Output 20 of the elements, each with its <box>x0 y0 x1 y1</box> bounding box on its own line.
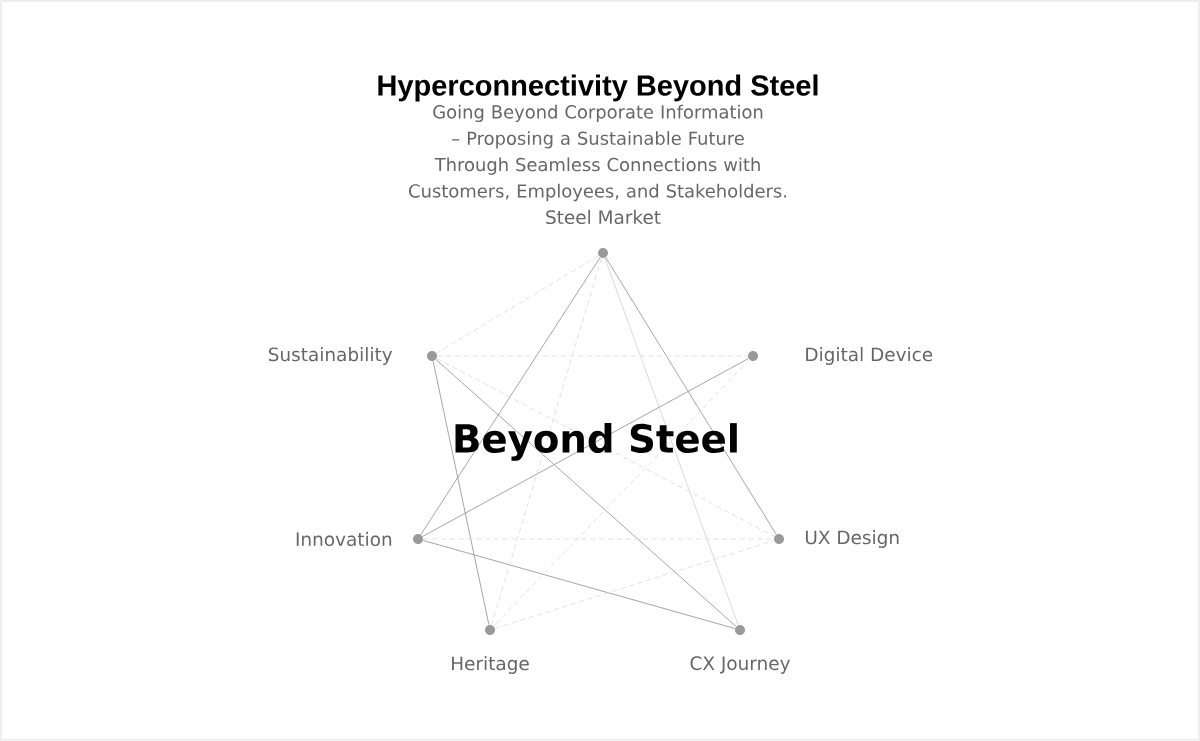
node-label: CX Journey <box>690 656 790 674</box>
node-label: Sustainability <box>268 347 393 365</box>
connector-line <box>435 359 737 627</box>
connector-line <box>422 540 736 629</box>
center-heading: Beyond Steel <box>455 423 737 461</box>
subtitle: Going Beyond Corporate Information – Proposing a Sustainable Future Through Seamless Connections with Customers, Employees, and Stakeholders. <box>409 104 786 202</box>
node-label: Digital Device <box>806 347 933 365</box>
node-label: Steel Market <box>546 209 661 225</box>
node-label: Innovation <box>296 531 392 547</box>
connector-line <box>493 359 750 627</box>
connector-line <box>605 257 777 535</box>
title: Hyperconnectivity Beyond Steel <box>378 74 818 102</box>
connector-line <box>604 257 739 626</box>
node-label: Heritage <box>452 656 529 674</box>
connector-line <box>432 360 490 626</box>
connector-line <box>420 257 601 535</box>
connector-line <box>491 257 602 626</box>
connector-line <box>494 540 775 629</box>
node-label: UX Design <box>805 530 899 548</box>
connector-line <box>436 255 599 354</box>
